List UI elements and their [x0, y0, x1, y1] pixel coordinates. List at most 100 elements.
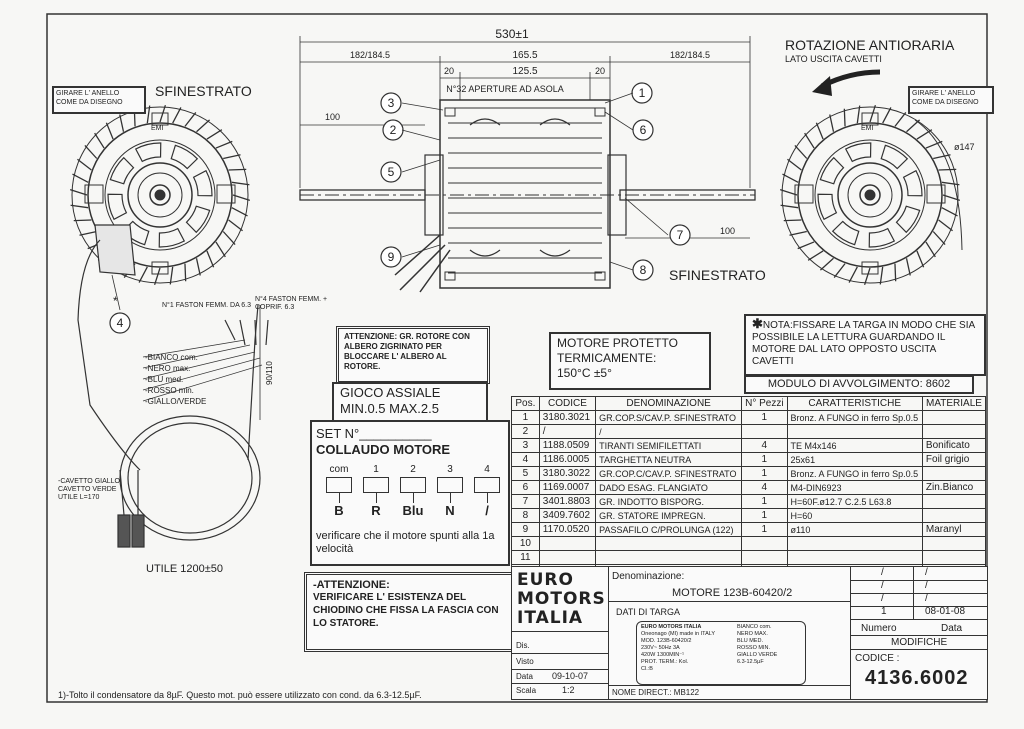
fin: [159, 104, 167, 123]
fin: [941, 207, 958, 217]
nameplate: EURO MOTORS ITALIA Oneonago (MI) made in…: [636, 621, 806, 685]
plate-elec: 230V~ 50Hz 3A: [641, 645, 680, 651]
revision-number: 1: [881, 606, 887, 617]
table-cell: [921, 410, 987, 425]
table-cell: 4: [741, 480, 788, 495]
terminal-com: com B: [322, 464, 356, 528]
sheet-border: [46, 13, 988, 703]
revision-number: /: [881, 580, 884, 591]
table-cell: 2: [511, 424, 540, 439]
fin: [782, 173, 799, 183]
fin: [779, 188, 798, 196]
chiodino-title: -ATTENZIONE:: [313, 579, 390, 591]
collaudo-note: verificare che il motore spunti alla 1a …: [316, 530, 495, 555]
window-slot: [158, 227, 186, 248]
footnote: 1)-Tolto il condensatore da 8µF. Questo …: [58, 690, 422, 700]
terminal-box: [400, 477, 426, 493]
window-slot: [170, 144, 199, 170]
attention-rotor: ATTENZIONE: GR. ROTORE CON ALBERO ZIGRIN…: [336, 326, 490, 384]
table-cell: [538, 550, 597, 565]
table-cell: TARGHETTA NEUTRA: [595, 452, 743, 467]
fin: [933, 154, 951, 160]
terminal-box: [474, 477, 500, 493]
dim-shaft-end-right: 100: [720, 226, 735, 236]
dim-gap-left: 20: [444, 66, 454, 76]
emi-right: EMI: [861, 125, 874, 132]
dis-label: Dis.: [516, 641, 530, 650]
table-cell: [786, 424, 923, 439]
dimension-labels: 530±1 182/184.5 182/184.5 165.5 125.5 20…: [151, 27, 975, 385]
data-value: 09-10-07: [552, 671, 589, 681]
data-label: Data: [516, 672, 533, 681]
fin: [848, 266, 858, 283]
terminal-label: 3: [447, 464, 453, 475]
fin: [153, 267, 161, 286]
table-row: 2//: [511, 424, 987, 439]
terminal-1: 1 R: [359, 464, 393, 528]
fin: [863, 267, 871, 286]
fin: [804, 132, 815, 149]
terminal-4: 4 /: [470, 464, 504, 528]
denominazione-value: MOTORE 123B-60420/2: [672, 587, 793, 599]
fin: [119, 114, 125, 132]
denominazione-label: Denominazione:: [612, 571, 685, 582]
table-cell: H=60: [786, 508, 923, 523]
dimension-lines: [259, 36, 751, 420]
callout-circle-4: [109, 312, 131, 334]
wire-labels: -BIANCO com. -NERO max. -BLU med. -ROSSO…: [145, 353, 206, 406]
fin: [196, 119, 211, 133]
fin: [69, 188, 88, 196]
terminal-wire-color: Blu: [402, 503, 424, 518]
table-cell: 3409.7602: [538, 508, 597, 523]
table-cell: 5: [511, 466, 540, 481]
revision-number: /: [881, 593, 884, 604]
fin: [938, 168, 957, 171]
callout-number-1: 1: [639, 86, 646, 100]
table-cell: [921, 466, 987, 481]
table-cell: [921, 494, 987, 509]
sfinestrato-left: SFINESTRATO: [155, 83, 252, 99]
fin: [195, 258, 201, 276]
fin: [905, 258, 911, 276]
dim-hole: ø147: [954, 142, 975, 152]
rotation-title: ROTAZIONE ANTIORARIA: [785, 37, 955, 53]
table-cell: [741, 550, 788, 565]
table-cell: 8: [511, 508, 540, 523]
terminal-label: 4: [484, 464, 490, 475]
table-cell: [786, 536, 923, 551]
table-cell: GR. INDOTTO BISPORG.: [595, 494, 743, 509]
fin: [869, 104, 877, 123]
fin: [215, 241, 226, 258]
fin: [223, 154, 241, 160]
table-cell: 10: [511, 536, 540, 551]
wire-rosso: -ROSSO min.: [145, 386, 194, 395]
plate-wire-3: BLU MED.: [737, 638, 763, 644]
revision-block: / // // /1 08-01-08 Numero Data MODIFICH…: [850, 567, 988, 699]
parts-header-cell: MATERIALE: [921, 396, 987, 411]
window-slot: [844, 142, 872, 163]
fin: [84, 144, 98, 159]
table-cell: 1: [741, 452, 788, 467]
table-cell: [921, 508, 987, 523]
callout-number-2: 2: [390, 123, 397, 137]
faston-four: N°4 FASTON FEMM. + COPRIF. 6.3: [255, 296, 328, 311]
window-slot: [185, 205, 211, 234]
plate-brand: EURO MOTORS ITALIA: [641, 624, 702, 630]
terminal-2: 2 Blu: [396, 464, 430, 528]
table-cell: DADO ESAG. FLANGIATO: [595, 480, 743, 495]
motore-protetto: MOTORE PROTETTO TERMICAMENTE: 150°C ±5°: [549, 332, 711, 390]
nota-text: NOTA:FISSARE LA TARGA IN MODO CHE SIA PO…: [752, 320, 975, 367]
table-cell: [741, 424, 788, 439]
terminal-wire-color: B: [334, 503, 344, 518]
dim-gap-right: 20: [595, 66, 605, 76]
logo-line-3: ITALIA: [517, 608, 584, 628]
